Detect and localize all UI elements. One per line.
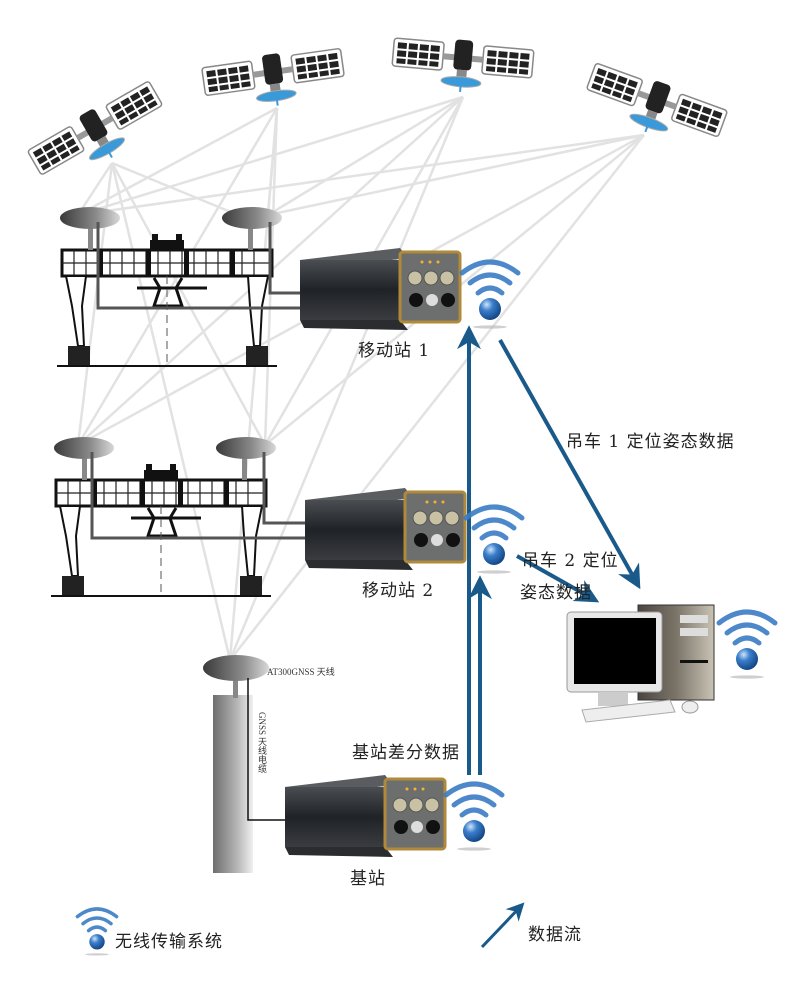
monitoring-computer-icon [566, 604, 715, 723]
rover-station-2-receiver [303, 486, 467, 572]
legend-dataflow-arrow-icon [480, 902, 525, 949]
crane1-data-label: 吊车 1 定位姿态数据 [566, 432, 735, 452]
base-gnss-antenna-icon [203, 655, 269, 681]
satellite-icon [200, 43, 349, 117]
base-station-receiver [283, 773, 447, 859]
wireless-icon [466, 507, 522, 574]
wireless-icon [446, 784, 502, 851]
base-antenna-pole [213, 695, 253, 873]
rover-station-1-label: 移动站 1 [358, 341, 431, 361]
wireless-icon [719, 612, 775, 679]
antenna-cables [90, 222, 305, 540]
rover-station-2-label: 移动站 2 [362, 581, 435, 601]
rover1-to-pc-arrow [498, 339, 641, 590]
crane2-data-label-line2: 姿态数据 [520, 583, 592, 603]
antenna-cable-label: GNSS 天线电缆 [257, 712, 267, 774]
base-station-label: 基站 [350, 869, 386, 889]
wireless-icon [462, 262, 518, 329]
satellite-icon [389, 32, 536, 99]
legend-dataflow-label: 数据流 [528, 925, 582, 945]
crane2-data-label-line1: 吊车 2 定位 [522, 551, 619, 571]
base-diff-data-label: 基站差分数据 [352, 743, 460, 763]
antenna-model-label: AT300GNSS 天线 [267, 667, 335, 677]
crane-2 [49, 435, 278, 598]
rover-station-1-receiver [298, 246, 462, 332]
legend-wireless-icon [75, 907, 119, 958]
gnss-antenna-cable [247, 678, 285, 821]
rover2-to-pc-arrow [516, 554, 600, 603]
legend-wireless-label: 无线传输系统 [115, 932, 223, 952]
satellite-signal-lines [76, 95, 645, 661]
data-flow-arrows [457, 325, 641, 775]
